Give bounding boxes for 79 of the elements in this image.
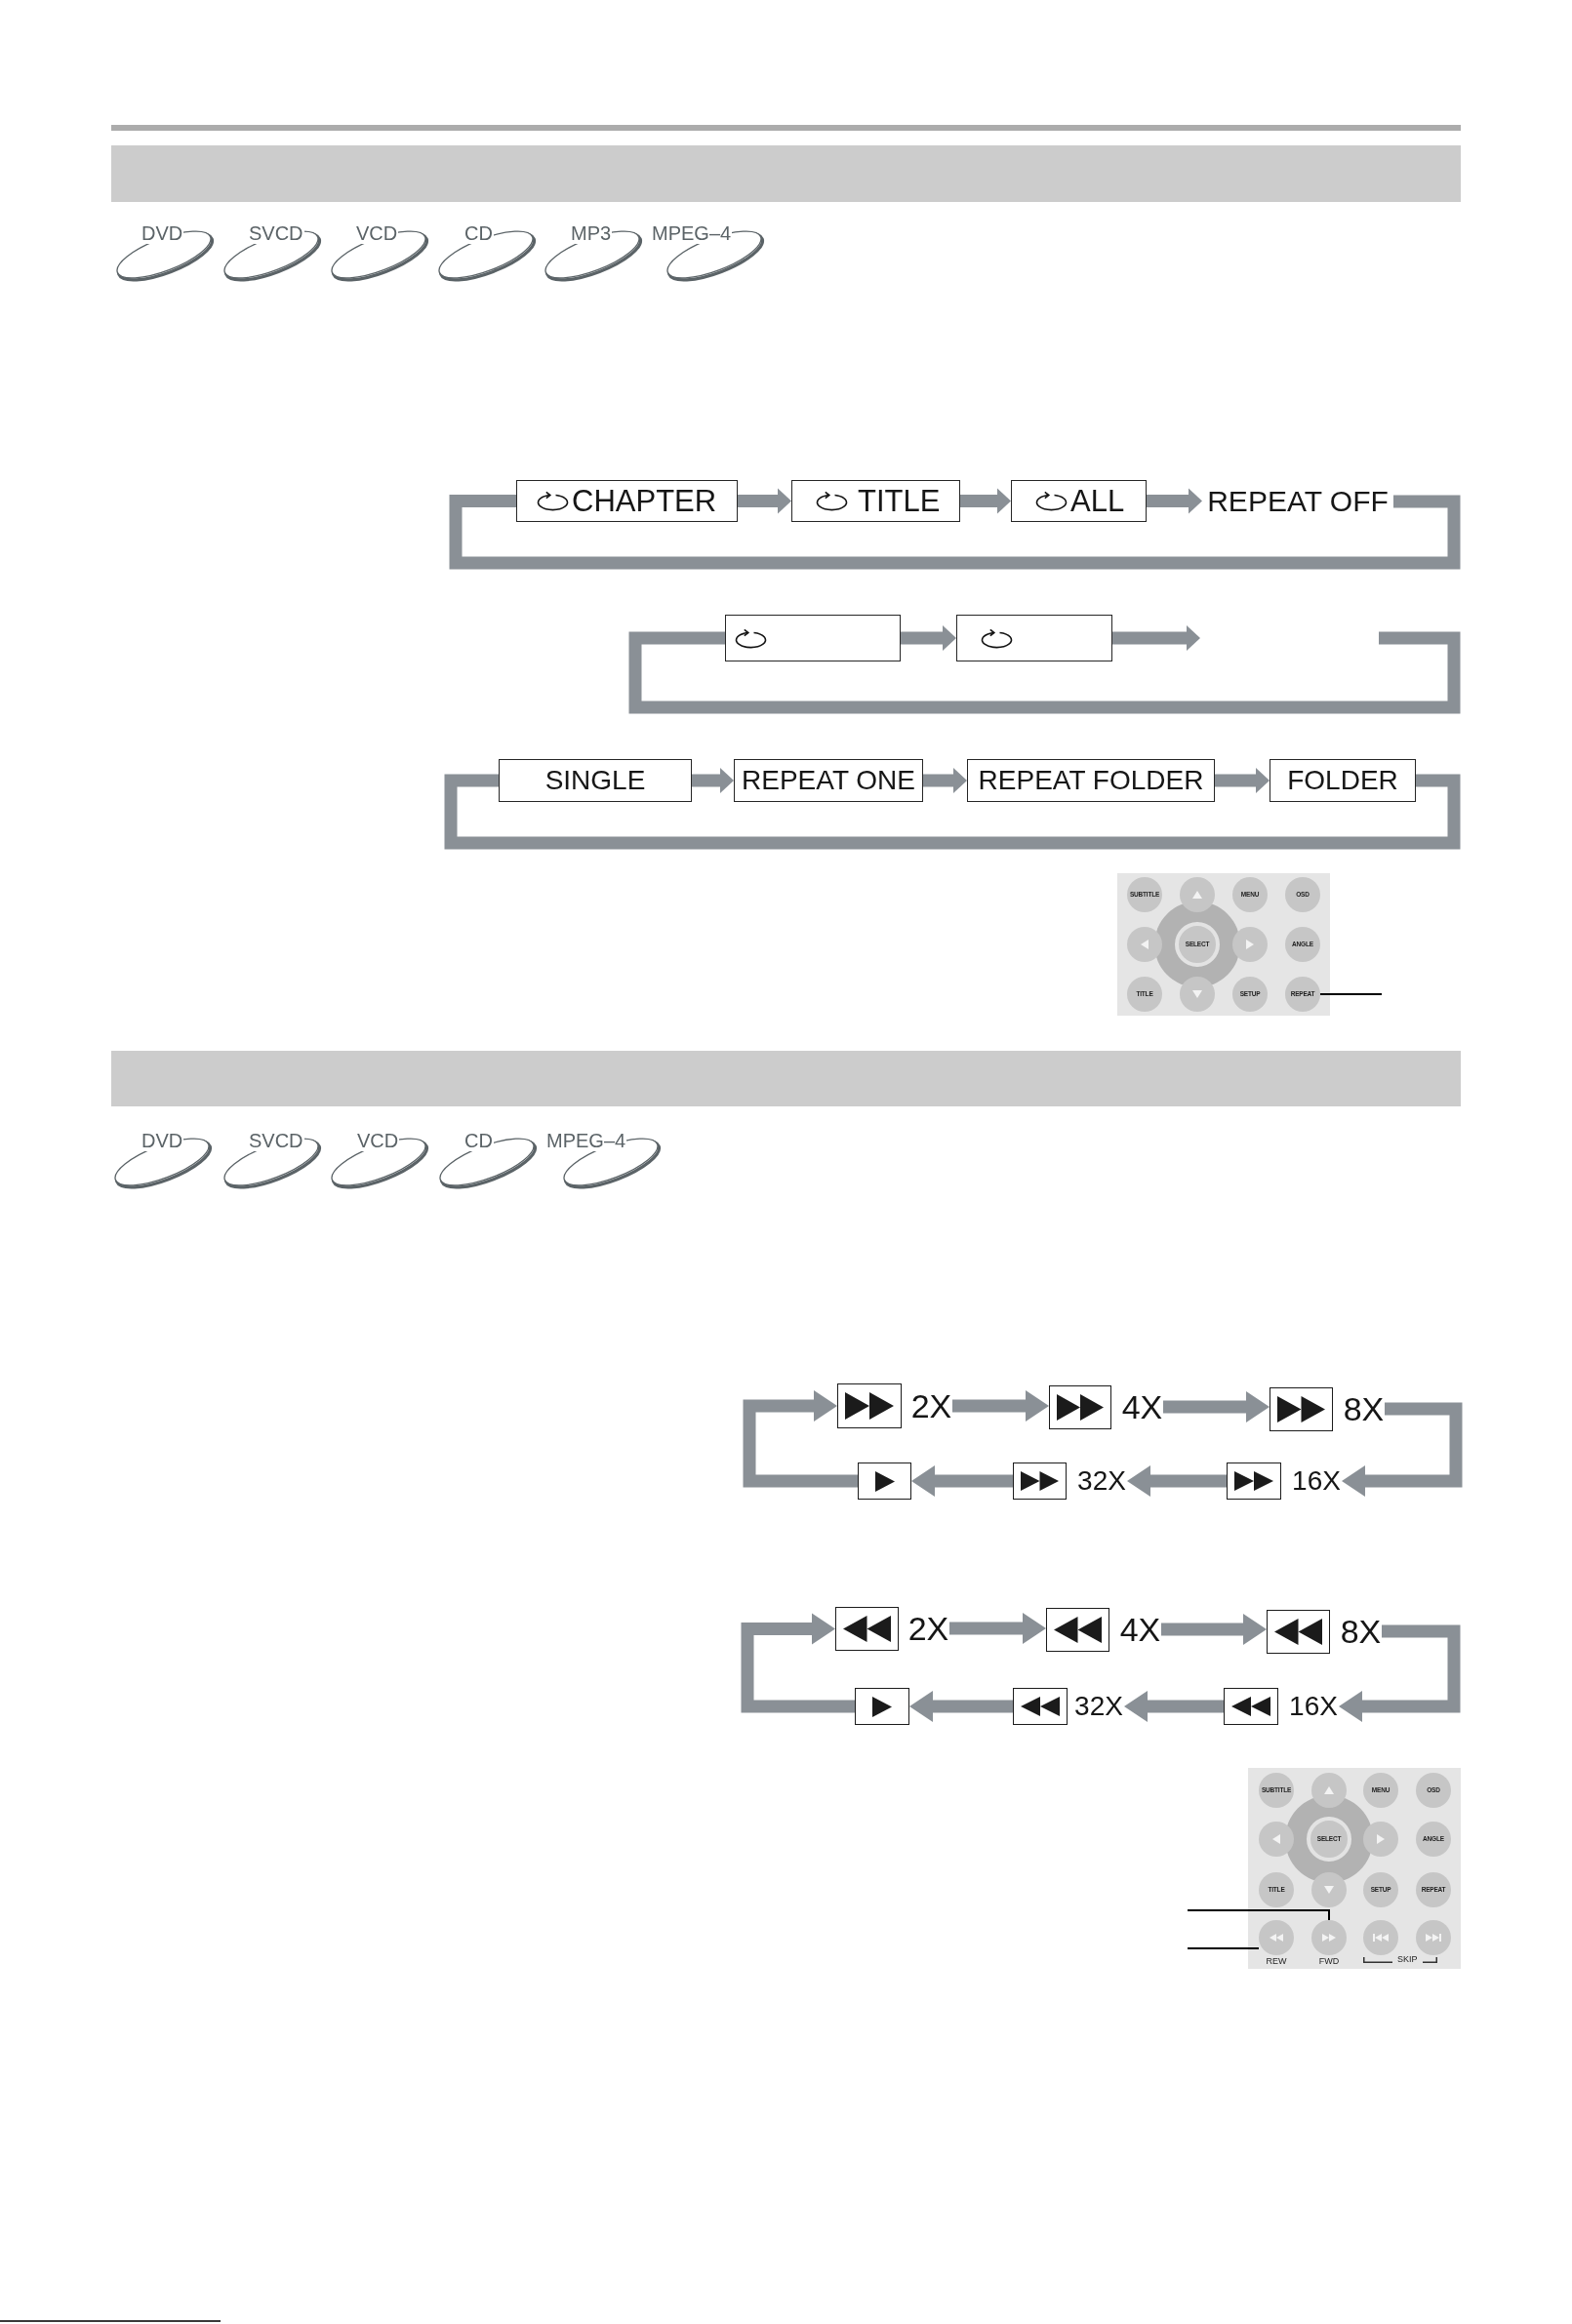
remote-button [1180,977,1215,1012]
remote-button [1416,1920,1451,1955]
button-caption: FWD [1318,1956,1340,1967]
remote-button [1311,1920,1347,1955]
remote-button [1363,1822,1398,1857]
playback-mode-box [1013,1688,1068,1725]
loop-back-arrow [1342,1402,1463,1497]
flow-step-box [956,615,1112,661]
flow-step-box [967,759,1215,802]
flow-arrow [738,488,791,514]
flow-arrow [1124,1691,1224,1722]
speed-label: 8X [1343,1389,1385,1428]
flow-step-box [791,480,960,522]
playback-mode-box [858,1463,911,1500]
flow-step-box [1270,759,1416,802]
remote-button [1180,877,1215,912]
playback-mode-box [1270,1387,1333,1431]
flow-arrow [1112,625,1200,651]
flow-arrow [901,625,956,651]
leader-line [1187,1909,1330,1921]
speed-label: 16X [1288,1688,1339,1725]
playback-mode-box [1267,1610,1330,1654]
loop-back-arrow [743,1390,858,1488]
flow-step-box [516,480,738,522]
remote-button [1311,1773,1347,1808]
loop-back-arrow [741,1613,855,1713]
step-label: FOLDER [1287,767,1398,794]
step-label: TITLE [858,486,941,516]
speed-label: 2X [907,1609,949,1648]
speed-label: 8X [1340,1612,1382,1651]
flow-arrow [960,488,1011,514]
playback-mode-box [835,1607,899,1651]
flow-arrow [911,1465,1013,1497]
step-label: ALL [1070,486,1125,516]
button-caption: REW [1266,1956,1287,1967]
step-label: CHAPTER [572,486,717,516]
loop-back-arrow [1339,1624,1461,1722]
flow-arrow [1127,1465,1227,1497]
speed-label: 32X [1073,1688,1124,1725]
leader-line [1187,1947,1260,1949]
speed-label: 2X [910,1386,952,1425]
flow-arrow [1147,488,1202,514]
playback-mode-box [1227,1463,1281,1500]
remote-keypad-panel [1117,873,1330,1016]
flow-arrow [949,1613,1046,1644]
playback-mode-box [1224,1688,1278,1725]
speed-label: 4X [1119,1610,1161,1649]
remote-button [1127,927,1162,962]
remote-button [1232,927,1268,962]
speed-label: 32X [1076,1463,1127,1500]
step-label: REPEAT OFF [1202,483,1393,520]
flow-arrow [1215,768,1270,793]
playback-mode-box [1046,1608,1109,1652]
step-label: REPEAT FOLDER [978,767,1204,794]
flow-step-box [734,759,923,802]
speed-label: 4X [1121,1387,1163,1426]
remote-button [1363,1920,1398,1955]
flow-step-box [1011,480,1147,522]
leader-line [1319,993,1383,995]
playback-mode-box [1049,1385,1111,1429]
step-label: REPEAT ONE [742,767,915,794]
flow-step-box [499,759,692,802]
flow-arrow [923,768,967,793]
playback-mode-box [837,1383,902,1428]
remote-keypad-panel [1248,1768,1461,1969]
playback-mode-box [855,1688,909,1725]
step-label: SINGLE [544,767,646,794]
flow-arrow [692,768,734,793]
playback-mode-box [1013,1463,1067,1500]
speed-label: 16X [1291,1463,1342,1500]
button-group-caption: SKIP [1397,1954,1418,1965]
flow-arrow [1161,1614,1267,1645]
flow-arrow [1163,1391,1270,1422]
flow-arrow [952,1390,1049,1422]
flow-arrow [909,1691,1013,1722]
flow-step-box [725,615,901,661]
remote-button [1259,1822,1294,1857]
remote-button [1311,1872,1347,1907]
remote-button [1259,1920,1294,1955]
